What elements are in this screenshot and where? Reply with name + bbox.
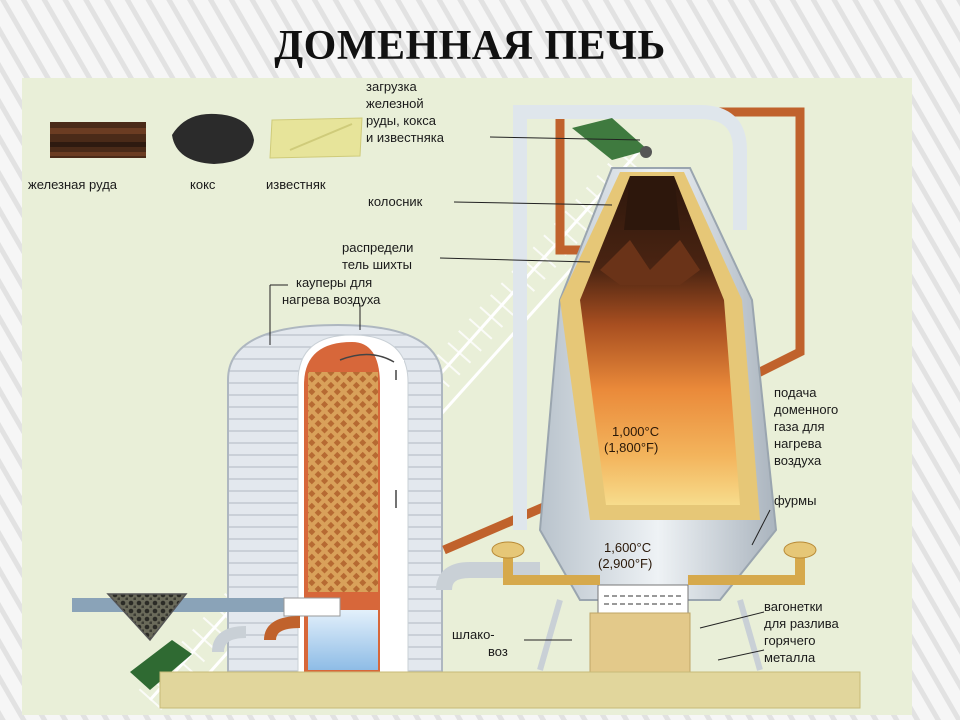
temp-lower-f: (2,900°F) <box>598 556 653 571</box>
downcomer-pipe <box>513 105 747 530</box>
label-gas-2: доменного <box>774 402 839 417</box>
tuyere-right <box>783 541 817 559</box>
label-coke: кокс <box>190 177 216 192</box>
tuyere-left <box>491 541 525 559</box>
label-stoves-1: кауперы для <box>296 275 373 290</box>
label-loading-2: железной <box>366 96 424 111</box>
label-iron-ore: железная руда <box>28 177 118 192</box>
stove-valve <box>283 597 341 617</box>
hot-blast-stove <box>227 323 443 676</box>
ground-base <box>159 671 861 709</box>
label-gas-4: нагрева <box>774 436 822 451</box>
ore-hopper <box>108 594 186 640</box>
support-leg <box>537 599 563 671</box>
temp-lower-c: 1,600°C <box>604 540 652 555</box>
blast-furnace <box>538 167 778 686</box>
label-limestone: известняк <box>266 177 326 192</box>
label-gas-1: подача <box>774 385 817 400</box>
label-ladle-4: металла <box>764 650 816 665</box>
hot-blast-main <box>436 562 540 591</box>
iron-ore-sample <box>50 122 146 158</box>
leader-lines <box>269 136 771 661</box>
label-loading-4: и известняка <box>366 130 444 145</box>
label-distributor-1: распредели <box>342 240 414 255</box>
label-tuyeres: фурмы <box>774 493 817 508</box>
page-title: ДОМЕННАЯ ПЕЧЬ <box>274 23 666 69</box>
label-throat: колосник <box>368 194 423 209</box>
temp-upper-f: (1,800°F) <box>604 440 659 455</box>
label-ladle-1: вагонетки <box>764 599 823 614</box>
temp-upper-c: 1,000°C <box>612 424 660 439</box>
label-stoves-2: нагрева воздуха <box>282 292 381 307</box>
label-loading-3: руды, кокса <box>366 113 436 128</box>
label-ladle-3: горячего <box>764 633 816 648</box>
label-gas-3: газа для <box>774 419 825 434</box>
label-loading-1: загрузка <box>366 79 417 94</box>
skip-car-lower <box>130 640 192 690</box>
coke-sample <box>172 113 254 164</box>
stove-hot-outlet <box>264 616 301 641</box>
charge-dots <box>640 146 652 158</box>
label-gas-5: воздуха <box>774 453 822 468</box>
hopper-outline <box>106 593 188 642</box>
label-slag-2: воз <box>488 644 508 659</box>
label-distributor-2: тель шихты <box>342 257 412 272</box>
label-ladle-2: для разлива <box>764 616 839 631</box>
limestone-sample <box>269 117 363 159</box>
support-leg <box>737 599 763 671</box>
limestone-texture <box>289 123 353 151</box>
tuyere-ring <box>503 552 805 585</box>
label-slag-1: шлако- <box>452 627 495 642</box>
stove-cold-inlet <box>212 626 247 653</box>
air-inlet-pipe <box>72 598 296 612</box>
